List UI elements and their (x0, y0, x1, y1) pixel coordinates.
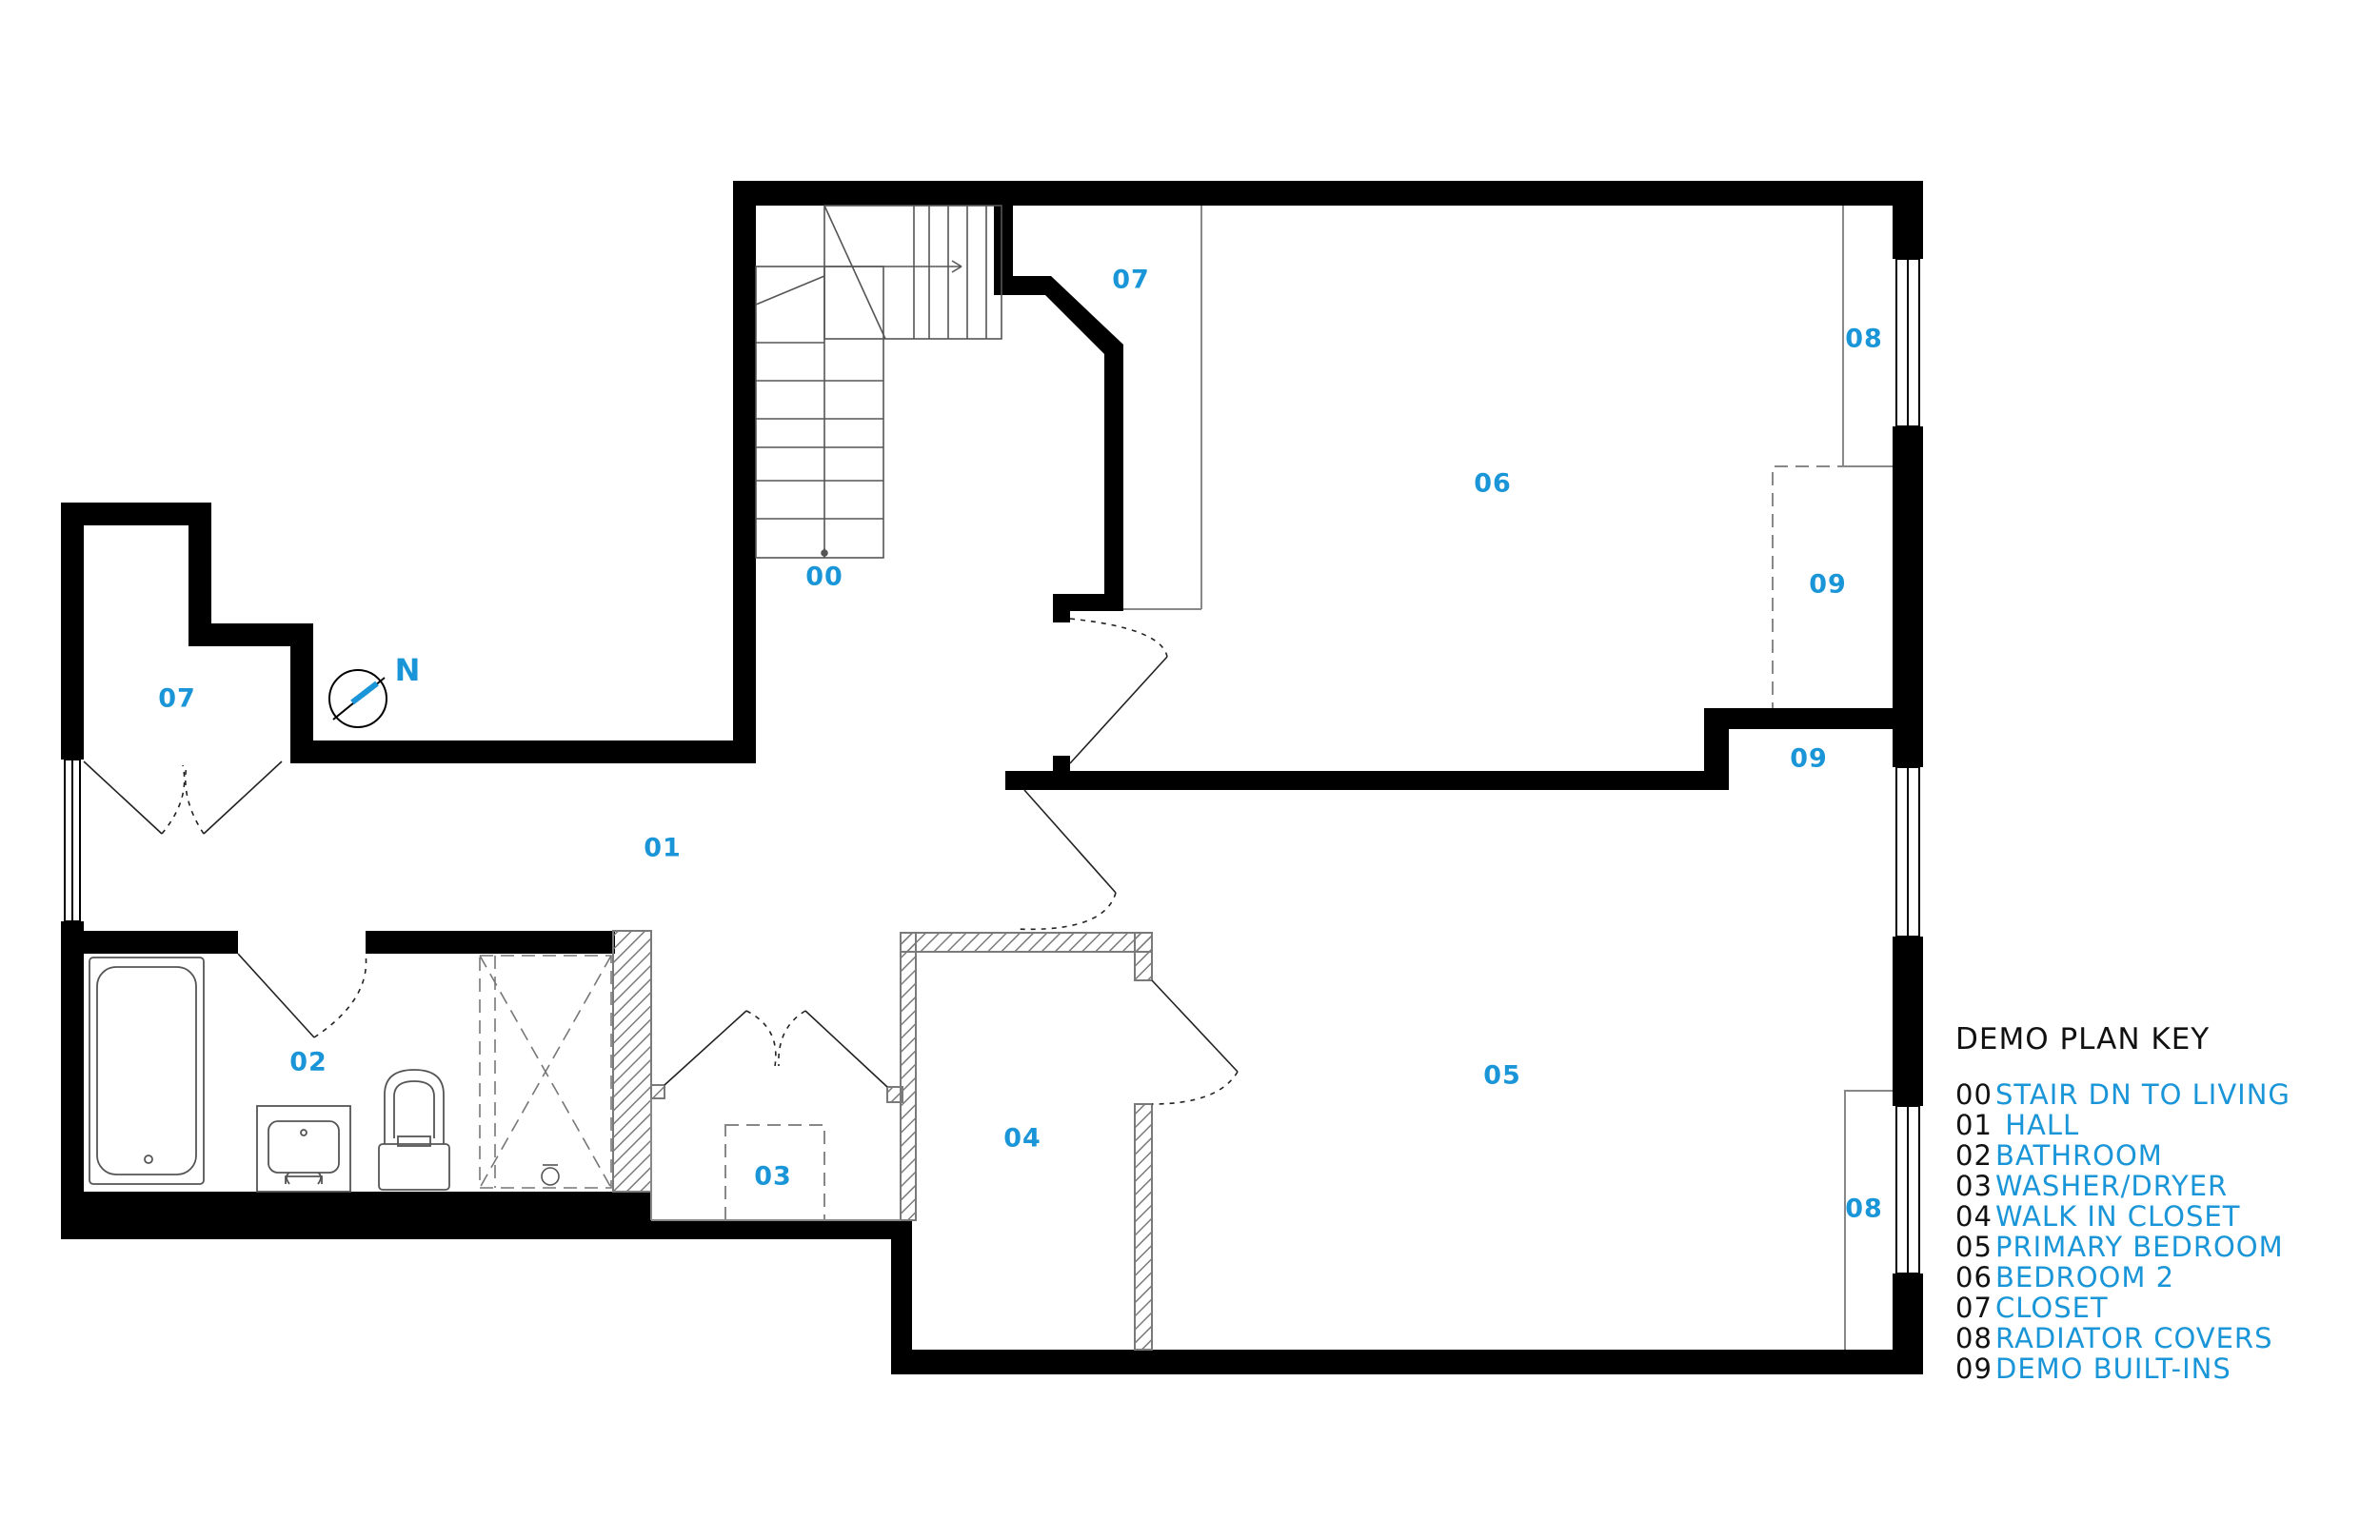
exterior-walls (61, 181, 1923, 1374)
room-label-03: 03 (754, 1161, 792, 1192)
windows (64, 258, 1920, 1274)
legend-text: WALK IN CLOSET (1995, 1200, 2241, 1233)
room-label-02: 02 (289, 1047, 327, 1077)
legend-text: PRIMARY BEDROOM (1995, 1231, 2284, 1263)
legend-text: STAIR DN TO LIVING (1995, 1078, 2291, 1111)
room-label-07-top: 07 (1112, 265, 1150, 295)
room-label-01: 01 (644, 833, 682, 863)
legend-text: HALL (1995, 1109, 2080, 1141)
legend-text: BEDROOM 2 (1995, 1261, 2175, 1293)
room-label-09-lower: 09 (1790, 743, 1828, 774)
legend-code: 01 (1955, 1109, 1993, 1141)
room-label-07-left: 07 (158, 683, 196, 714)
room-label-08-upper: 08 (1845, 324, 1883, 354)
shower (479, 955, 612, 1189)
north-arrow-icon (328, 669, 387, 728)
legend-code: 04 (1955, 1200, 1993, 1233)
stair (755, 205, 1002, 559)
legend-code: 09 (1955, 1352, 1993, 1385)
toilet-icon (378, 1069, 450, 1191)
legend-code: 06 (1955, 1261, 1993, 1293)
room-label-05: 05 (1483, 1060, 1521, 1091)
legend-text: BATHROOM (1995, 1139, 2163, 1172)
legend-item: 01 HALL (1955, 1110, 2374, 1140)
sink-icon (256, 1105, 351, 1193)
legend-code: 02 (1955, 1139, 1993, 1172)
compass-north-label: N (394, 652, 421, 688)
room-label-00: 00 (805, 562, 843, 592)
room-label-06: 06 (1474, 468, 1512, 499)
room-label-09-upper: 09 (1809, 569, 1847, 600)
legend-code: 03 (1955, 1170, 1993, 1202)
legend-code: 08 (1955, 1322, 1993, 1354)
thin-lines (650, 206, 1893, 1350)
doors (83, 618, 1239, 1105)
legend-code: 05 (1955, 1231, 1993, 1263)
legend-code: 00 (1955, 1078, 1993, 1111)
legend-text: WASHER/DRYER (1995, 1170, 2229, 1202)
shower-drain-icon (541, 1164, 560, 1186)
demo-walls (612, 930, 1153, 1351)
legend-title: DEMO PLAN KEY (1955, 1022, 2211, 1056)
interior-walls (61, 181, 1923, 954)
legend-text: CLOSET (1995, 1292, 2109, 1324)
legend-text: RADIATOR COVERS (1995, 1322, 2273, 1354)
room-label-08-lower: 08 (1845, 1194, 1883, 1224)
room-label-04: 04 (1003, 1123, 1041, 1154)
legend-code: 07 (1955, 1292, 1993, 1324)
legend-text: DEMO BUILT-INS (1995, 1352, 2231, 1385)
bathtub-icon (89, 957, 205, 1185)
